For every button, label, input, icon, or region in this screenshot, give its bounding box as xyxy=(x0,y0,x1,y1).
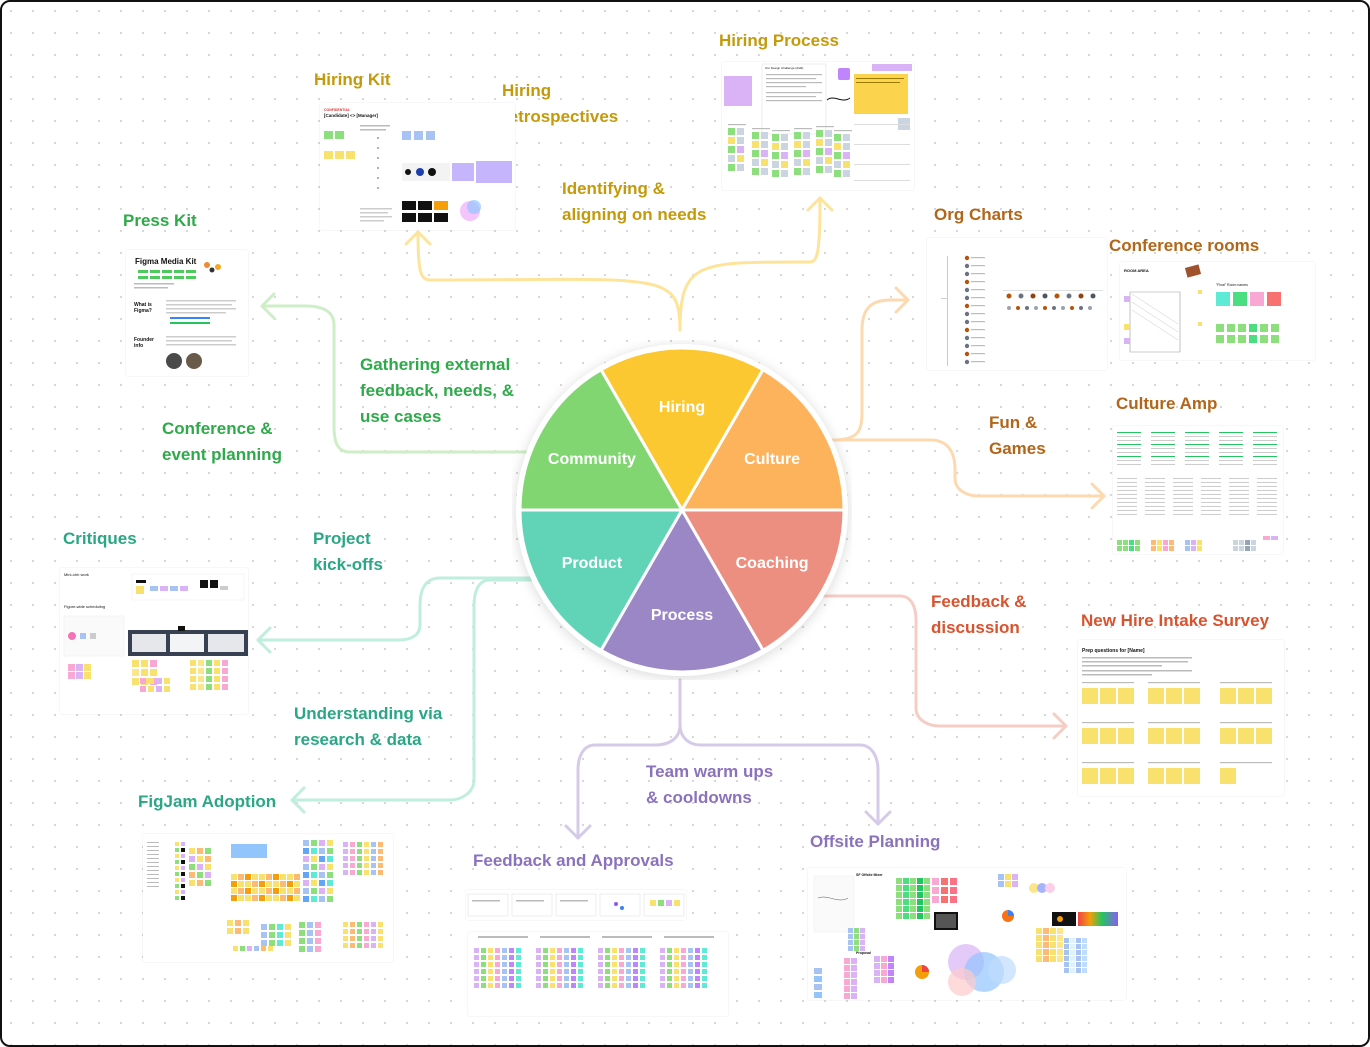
conference-rooms-thumbnail[interactable]: ROOM AREA "Final" Room names xyxy=(1120,262,1315,360)
arrow-press-kit xyxy=(260,292,276,320)
svg-text:Figma Media Kit: Figma Media Kit xyxy=(135,257,197,266)
connector-intake xyxy=(818,594,1068,728)
wheel-segment-hiring[interactable] xyxy=(598,346,766,513)
hiring-process-thumbnail[interactable]: Our Design Challenge (draft) xyxy=(722,62,914,190)
label-intake-survey: New Hire Intake Survey xyxy=(1081,611,1270,630)
feedback-approvals-thumbnail-top[interactable] xyxy=(466,890,686,920)
label-conference-planning: Conference & event planning xyxy=(162,419,282,464)
wheel-label-hiring: Hiring xyxy=(659,399,705,416)
hiring-kit-thumbnail[interactable]: CONFIDENTIAL [Candidate] <> [Manager] xyxy=(320,103,515,230)
connector-critiques xyxy=(256,576,532,642)
arrow-intake xyxy=(1052,712,1068,740)
wheel-label-community: Community xyxy=(548,451,636,468)
connector-process-trunk xyxy=(678,678,702,747)
svg-text:Mini-ohh work: Mini-ohh work xyxy=(64,572,89,577)
svg-text:Prep questions for [Name]: Prep questions for [Name] xyxy=(1082,648,1145,654)
label-identifying: Identifying & aligning on needs xyxy=(562,179,707,224)
arrow-figjam xyxy=(290,786,306,814)
wheel-segment-community[interactable] xyxy=(518,367,685,512)
critiques-thumbnail[interactable]: Mini-ohh work Figure-wide scheduling xyxy=(60,568,248,714)
arrow-offsite xyxy=(864,810,892,826)
label-feedback-approvals: Feedback and Approvals xyxy=(473,851,674,870)
arrow-hiring-kit xyxy=(404,230,432,246)
connector-culture-amp xyxy=(833,438,1106,498)
label-conference-rooms: Conference rooms xyxy=(1109,236,1260,255)
connector-offsite xyxy=(698,743,880,826)
connector-hiring-kit xyxy=(416,230,682,332)
feedback-approvals-thumbnail-board[interactable] xyxy=(468,932,728,1016)
svg-text:ROOM AREA: ROOM AREA xyxy=(1124,268,1149,273)
culture-amp-thumbnail[interactable] xyxy=(1113,426,1283,554)
svg-text:SF Offsite Mixer: SF Offsite Mixer xyxy=(856,873,883,877)
label-hiring-kit: Hiring Kit xyxy=(314,70,391,89)
label-understanding: Understanding via research & data xyxy=(294,704,443,749)
label-kickoffs: Project kick-offs xyxy=(313,529,383,574)
svg-text:Proposal: Proposal xyxy=(856,951,871,955)
wheel-label-coaching: Coaching xyxy=(736,555,809,572)
label-press-kit: Press Kit xyxy=(123,211,197,230)
label-offsite: Offsite Planning xyxy=(810,832,941,851)
connector-feedback-approvals xyxy=(576,723,682,840)
wheel-segment-culture[interactable] xyxy=(679,367,846,512)
figjam-adoption-thumbnail[interactable] xyxy=(143,834,393,962)
label-feedback-discussion: Feedback & discussion xyxy=(931,592,1027,637)
arrow-culture-amp xyxy=(1090,482,1106,510)
svg-text:CONFIDENTIAL: CONFIDENTIAL xyxy=(324,108,351,112)
label-fun-games: Fun & Games xyxy=(989,413,1046,458)
label-warmups: Team warm ups & cooldowns xyxy=(646,762,774,807)
svg-text:"Final" Room names: "Final" Room names xyxy=(1216,283,1248,287)
label-critiques: Critiques xyxy=(63,529,137,548)
arrow-feedback-approvals xyxy=(564,824,592,840)
svg-text:[Candidate] <> [Manager]: [Candidate] <> [Manager] xyxy=(324,113,379,118)
offsite-planning-thumbnail[interactable]: SF Offsite Mixer Proposal xyxy=(808,868,1126,1000)
arrow-hiring-process xyxy=(806,196,834,212)
wheel-segment-process[interactable] xyxy=(598,507,766,674)
label-figjam: FigJam Adoption xyxy=(138,792,277,811)
wheel-label-product: Product xyxy=(562,555,623,572)
label-org-charts: Org Charts xyxy=(934,205,1023,224)
connector-org-charts xyxy=(830,298,910,442)
arrow-critiques xyxy=(256,626,272,654)
wheel-label-culture: Culture xyxy=(744,451,800,468)
arrow-org-charts xyxy=(894,286,910,314)
connector-figjam xyxy=(290,578,537,802)
label-hiring-process: Hiring Process xyxy=(719,31,839,50)
wheel-segment-coaching[interactable] xyxy=(679,508,846,653)
svg-text:Our Design Challenge (draft): Our Design Challenge (draft) xyxy=(765,66,803,70)
org-charts-thumbnail[interactable] xyxy=(927,238,1107,370)
wheel-label-process: Process xyxy=(651,607,713,624)
label-culture-amp: Culture Amp xyxy=(1116,394,1218,413)
wheel-segment-product[interactable] xyxy=(518,508,685,653)
intake-survey-thumbnail[interactable]: Prep questions for [Name] xyxy=(1078,640,1284,796)
label-gathering: Gathering external feedback, needs, & us… xyxy=(360,355,515,426)
svg-text:Figure-wide scheduling: Figure-wide scheduling xyxy=(64,604,105,609)
connector-press-kit xyxy=(260,304,530,454)
connector-hiring-process xyxy=(678,196,822,332)
label-hiring-retros: Hiring retrospectives xyxy=(502,81,619,126)
